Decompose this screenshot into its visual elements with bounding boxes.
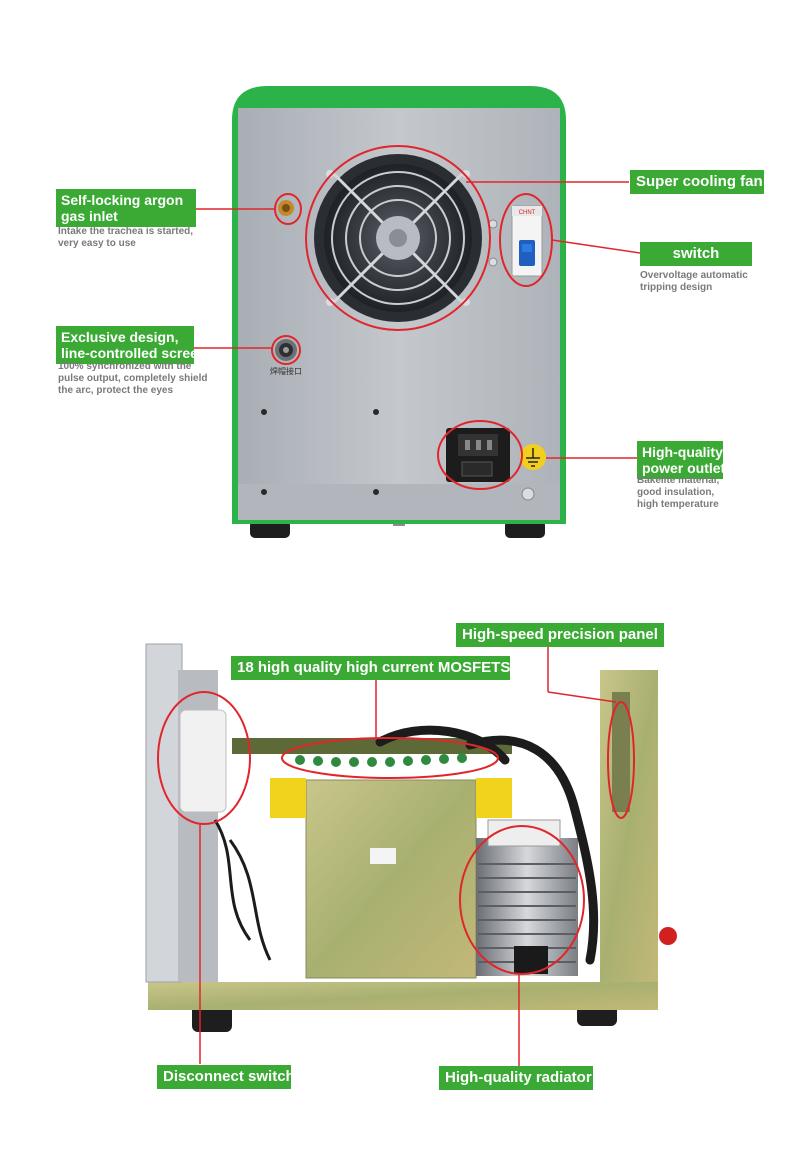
callout-switch-desc: Overvoltage automatic tripping design: [640, 270, 748, 293]
rear-view-panel: CHNT 焊帽接口: [56, 86, 764, 538]
red-knob: [659, 927, 677, 945]
mosfet-board: [232, 738, 512, 754]
callout-panel-title: High-speed precision panel: [456, 623, 664, 647]
breaker-brand: CHNT: [519, 210, 536, 216]
inside-callout-lines: [199, 647, 617, 1066]
inside-view-illustration: [145, 643, 677, 1066]
callout-fan-title: Super cooling fan: [630, 170, 764, 194]
base-plate: [148, 982, 658, 1010]
callout-switch-title: switch: [640, 242, 752, 266]
callout-gas-inlet-title: Self-locking argon gas inlet: [56, 189, 196, 227]
front-panel: [145, 643, 183, 983]
helmet-port-label: 焊帽接口: [270, 366, 302, 376]
callout-gas-inlet-desc: Intake the trachea is started, very easy…: [58, 226, 194, 249]
callout-screen-desc: 100% synchronized with the pulse output,…: [58, 361, 208, 396]
cables: [375, 725, 599, 965]
radiator-heatsink: [476, 819, 578, 976]
inside-callout-markers: [157, 691, 635, 975]
callout-mosfet-title: 18 high quality high current MOSFETS: [231, 656, 510, 680]
fan-icon: [314, 154, 482, 322]
connector-icon: [275, 339, 297, 361]
transformer: [305, 779, 477, 979]
rear-view-illustration: CHNT 焊帽接口: [194, 86, 641, 538]
foot-right: [505, 520, 545, 538]
callout-radiator-title: High-quality radiator: [439, 1066, 593, 1090]
power-socket-icon: [446, 428, 510, 482]
inside-view-panel: High-speed precision panel 18 high quali…: [0, 580, 800, 1154]
ground-icon: [520, 444, 546, 470]
rear-callout-lines: [194, 181, 641, 459]
callout-outlet-desc: Bakelite material, good insulation, high…: [637, 475, 720, 510]
callout-screen-title: Exclusive design, line-controlled screen: [56, 326, 206, 364]
gas-inlet-icon: [278, 200, 294, 216]
callout-disconnect-title: Disconnect switch: [157, 1065, 295, 1089]
disconnect-switch-block: [179, 709, 227, 813]
circuit-breaker-icon[interactable]: [511, 205, 543, 277]
callout-outlet-title: High-quality power outlet: [637, 441, 725, 479]
foot-left: [250, 520, 290, 538]
